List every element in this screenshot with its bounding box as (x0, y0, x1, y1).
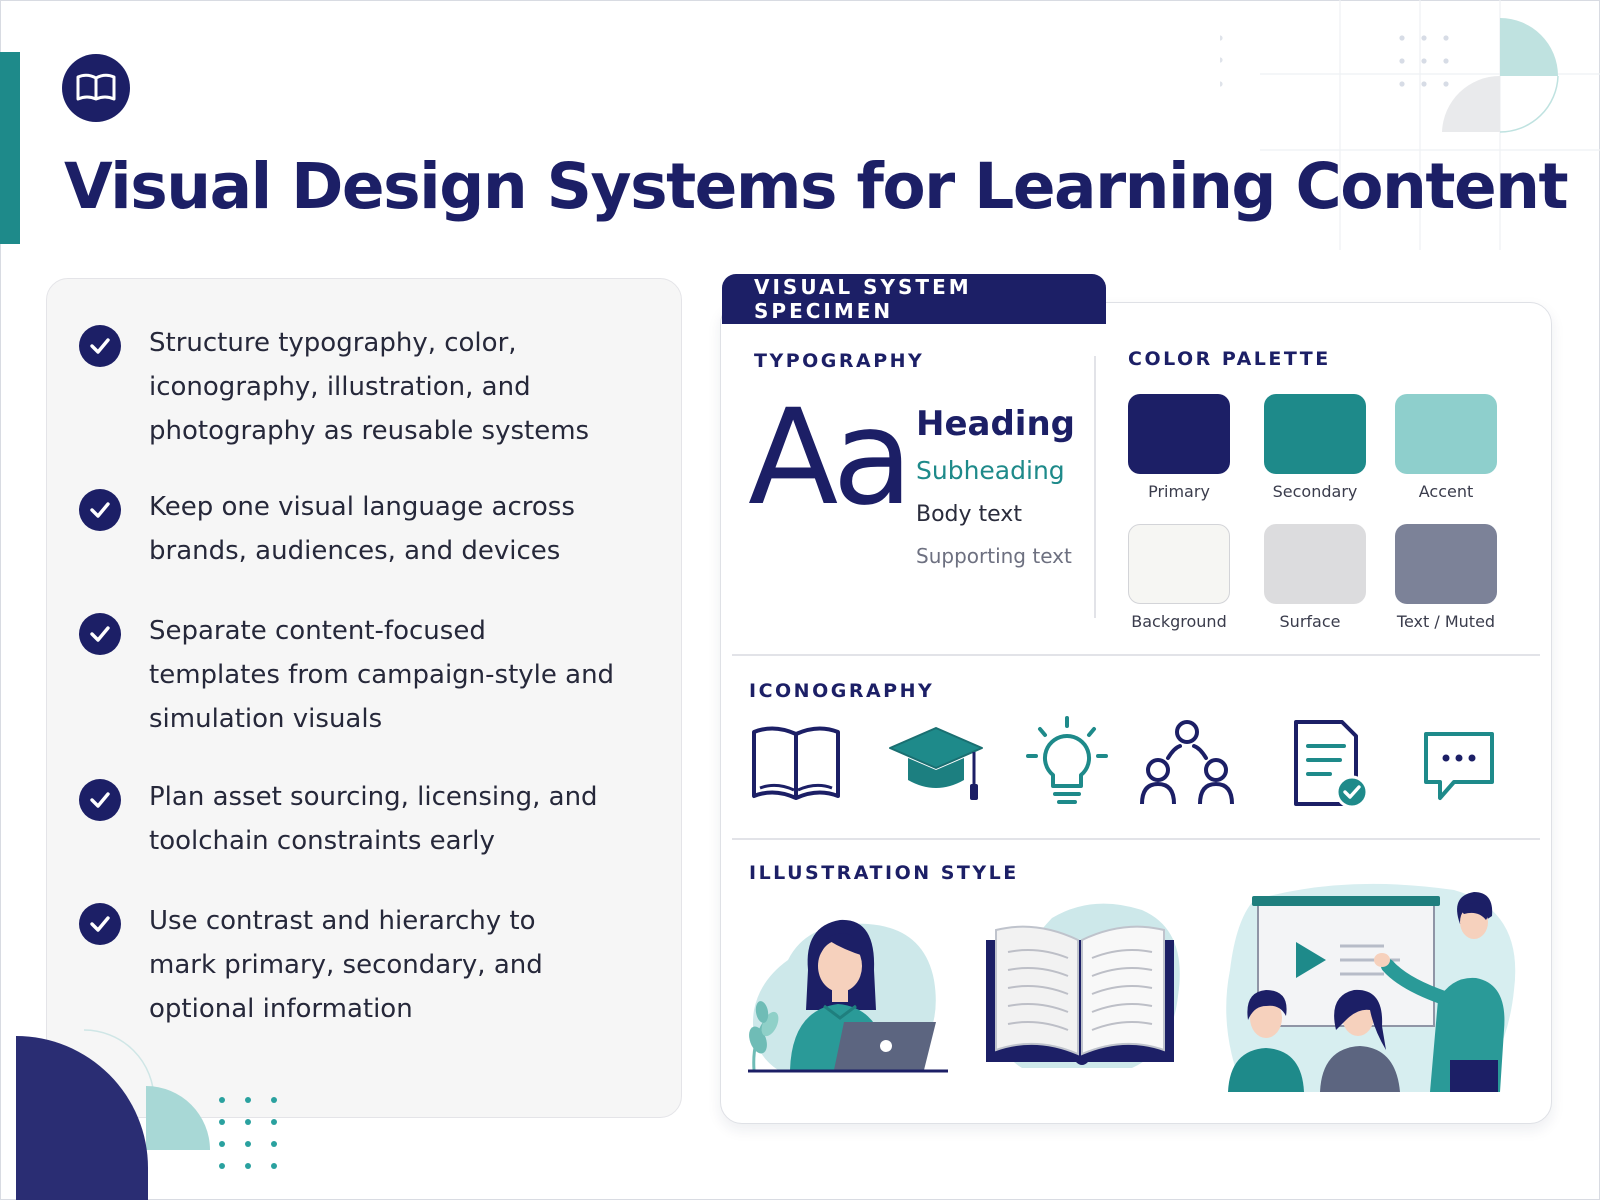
bullet-text: Separate content-focused templates from … (149, 616, 615, 734)
book-logo-icon (76, 73, 116, 101)
swatch-label: Surface (1279, 612, 1341, 631)
swatch-label: Secondary (1272, 482, 1358, 501)
graduation-cap-icon (889, 727, 983, 800)
key-points-card: Structure typography, color, iconography… (46, 278, 682, 1118)
list-item: Use contrast and hierarchy to mark prima… (79, 899, 609, 1031)
swatch-text-muted (1395, 524, 1497, 604)
check-icon (79, 903, 121, 945)
open-book-illustration (986, 903, 1180, 1068)
check-icon (79, 489, 121, 531)
iconography-label: ICONOGRAPHY (749, 680, 935, 702)
section-divider (1094, 356, 1096, 618)
illustration-style-label: ILLUSTRATION STYLE (749, 862, 1019, 884)
section-divider (732, 838, 1540, 840)
body-text-sample: Body text (916, 502, 1022, 527)
bullet-text: Structure typography, color, iconography… (149, 328, 590, 446)
header-decoration (1220, 0, 1600, 250)
check-icon (79, 325, 121, 367)
typography-label: TYPOGRAPHY (754, 350, 925, 372)
list-item: Separate content-focused templates from … (79, 609, 619, 741)
accent-bar (0, 52, 20, 244)
checked-document-icon (1294, 720, 1369, 809)
logo-badge (62, 54, 130, 122)
swatch-surface (1264, 524, 1366, 604)
swatch-primary (1128, 394, 1230, 474)
bullet-text: Use contrast and hierarchy to mark prima… (149, 906, 543, 1024)
page-title: Visual Design Systems for Learning Conte… (64, 150, 1569, 223)
list-item: Keep one visual language across brands, … (79, 485, 609, 573)
subheading-sample: Subheading (916, 456, 1065, 485)
specimen-tab: VISUAL SYSTEM SPECIMEN (722, 274, 1106, 324)
typeface-glyph: Aa (748, 381, 913, 535)
swatch-background (1128, 524, 1230, 604)
swatch-label: Accent (1418, 482, 1474, 501)
lightbulb-icon (1026, 716, 1108, 804)
supporting-text-sample: Supporting text (916, 544, 1072, 568)
heading-sample: Heading (916, 404, 1075, 444)
swatch-accent (1395, 394, 1497, 474)
swatch-label: Text / Muted (1396, 612, 1496, 631)
check-icon (79, 779, 121, 821)
section-divider (732, 654, 1540, 656)
learner-laptop-illustration (748, 919, 948, 1073)
bullet-text: Plan asset sourcing, licensing, and tool… (149, 782, 598, 856)
list-item: Structure typography, color, iconography… (79, 321, 669, 453)
presenter-video-illustration (1226, 883, 1516, 1092)
swatch-label: Background (1131, 612, 1227, 631)
book-icon (752, 726, 840, 800)
swatch-secondary (1264, 394, 1366, 474)
check-icon (79, 613, 121, 655)
corner-decoration (16, 1029, 277, 1200)
bullet-text: Keep one visual language across brands, … (149, 492, 575, 566)
list-item: Plan asset sourcing, licensing, and tool… (79, 775, 599, 863)
swatch-label: Primary (1148, 482, 1210, 501)
chat-bubble-icon (1424, 732, 1494, 800)
people-network-icon (1140, 720, 1234, 805)
color-palette-label: COLOR PALETTE (1128, 348, 1331, 370)
